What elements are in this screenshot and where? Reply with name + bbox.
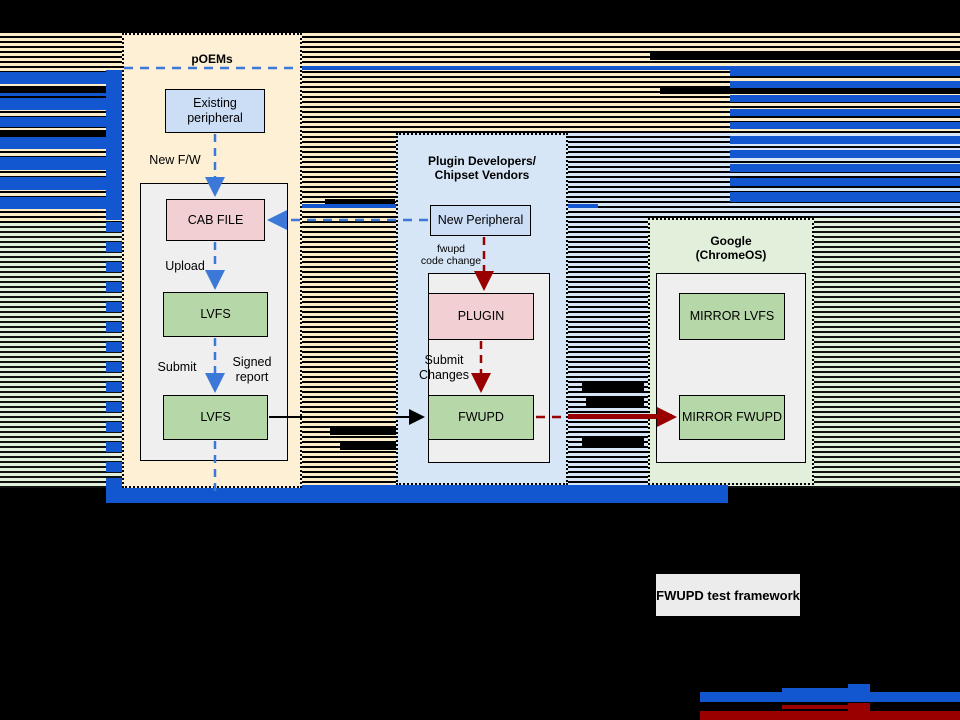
glitch-occlusion-bar-6 bbox=[582, 383, 644, 391]
edge-label-submit: Submit bbox=[157, 360, 197, 374]
edge-label-submit-changes: Submit Changes bbox=[418, 353, 470, 382]
glitch-stripes-green-left bbox=[0, 223, 122, 488]
glitch-bar-blue-left-9 bbox=[106, 222, 122, 232]
glitch-occlusion-bar-1 bbox=[650, 53, 960, 60]
group-poems-title: pOEMs bbox=[191, 52, 233, 66]
node-cab-file-label: CAB FILE bbox=[187, 212, 244, 227]
glitch-bar-red-center bbox=[568, 414, 672, 419]
glitch-bar-blue-left-19 bbox=[106, 422, 122, 432]
glitch-bar-blue-tr-5 bbox=[730, 122, 960, 129]
node-mirror-fwupd[interactable]: MIRROR FWUPD bbox=[679, 395, 785, 440]
glitch-stripes-blue-right-top bbox=[568, 133, 960, 218]
glitch-bar-blue-left-1 bbox=[0, 72, 108, 84]
glitch-bar-blue-tr-8 bbox=[730, 164, 960, 172]
glitch-bar-blue-tr-1 bbox=[730, 68, 960, 76]
glitch-bar-blue-footer-1 bbox=[782, 688, 870, 692]
glitch-bar-blue-tr-3 bbox=[730, 95, 960, 102]
node-plugin-label: PLUGIN bbox=[457, 309, 505, 323]
edge-label-upload: Upload bbox=[165, 259, 205, 273]
glitch-bar-blue-left-16 bbox=[106, 362, 122, 372]
glitch-bar-blue-bottom-1 bbox=[106, 485, 728, 495]
node-mirror-fwupd-label: MIRROR FWUPD bbox=[682, 410, 782, 424]
glitch-bar-black-left-1 bbox=[0, 88, 106, 93]
fwupd-test-framework-label: FWUPD test framework bbox=[656, 587, 800, 603]
edge-label-new-fw: New F/W bbox=[149, 153, 201, 167]
node-mirror-lvfs-label: MIRROR LVFS bbox=[689, 309, 775, 323]
node-fwupd[interactable]: FWUPD bbox=[428, 395, 534, 440]
glitch-bar-blue-left-10 bbox=[106, 242, 122, 252]
group-plugin-developers-title: Plugin Developers/ Chipset Vendors bbox=[427, 154, 537, 182]
glitch-occlusion-bar-2 bbox=[660, 87, 960, 94]
glitch-bar-blue-tr-7 bbox=[730, 150, 960, 158]
glitch-bar-blue-tr-9 bbox=[730, 178, 960, 186]
edge-label-fwupd-code-change: fwupd code change bbox=[420, 243, 482, 267]
glitch-bar-blue-left-6 bbox=[0, 157, 108, 170]
glitch-occlusion-bar-4 bbox=[330, 428, 396, 435]
glitch-stripes-tan-topleft bbox=[0, 33, 122, 223]
glitch-occlusion-bar-7 bbox=[586, 398, 644, 406]
glitch-bar-blue-left-7 bbox=[0, 177, 108, 190]
glitch-bar-blue-left-5 bbox=[0, 137, 108, 149]
glitch-bar-blue-footer-3 bbox=[700, 692, 960, 702]
node-lvfs-upload[interactable]: LVFS bbox=[163, 292, 268, 337]
node-new-peripheral-label: New Peripheral bbox=[437, 213, 524, 227]
glitch-bar-blue-left-22 bbox=[106, 478, 122, 488]
glitch-bar-blue-tr-4 bbox=[730, 109, 960, 116]
glitch-bar-blue-tr-10 bbox=[730, 192, 960, 202]
glitch-bar-blue-left-18 bbox=[106, 402, 122, 412]
glitch-bar-red-footer-3 bbox=[700, 711, 960, 720]
node-cab-file[interactable]: CAB FILE bbox=[166, 199, 265, 241]
glitch-bar-blue-left-15 bbox=[106, 342, 122, 352]
node-new-peripheral[interactable]: New Peripheral bbox=[430, 205, 531, 236]
glitch-bar-blue-left-21 bbox=[106, 462, 122, 472]
glitch-bar-black-left-2 bbox=[0, 130, 106, 136]
glitch-bar-blue-left-3 bbox=[0, 98, 108, 110]
glitch-bar-blue-left-col bbox=[106, 70, 122, 220]
fwupd-test-framework-box[interactable]: FWUPD test framework bbox=[656, 574, 800, 616]
glitch-occlusion-bar-5 bbox=[340, 443, 396, 450]
glitch-occlusion-bar-3 bbox=[325, 199, 395, 206]
glitch-occlusion-bar-8 bbox=[582, 438, 644, 448]
glitch-bar-blue-tr-6 bbox=[730, 136, 960, 144]
node-mirror-lvfs[interactable]: MIRROR LVFS bbox=[679, 293, 785, 340]
glitch-bar-blue-left-14 bbox=[106, 322, 122, 332]
node-lvfs-upload-label: LVFS bbox=[200, 307, 231, 321]
glitch-bar-blue-left-17 bbox=[106, 382, 122, 392]
node-existing-peripheral[interactable]: Existing peripheral bbox=[165, 89, 265, 133]
glitch-bar-blue-left-11 bbox=[106, 262, 122, 272]
glitch-bar-blue-left-8 bbox=[0, 197, 108, 209]
glitch-bar-red-footer-1 bbox=[782, 705, 870, 709]
glitch-rule-blue-1 bbox=[302, 66, 960, 70]
node-lvfs-submit[interactable]: LVFS bbox=[163, 395, 268, 440]
glitch-bar-blue-left-4 bbox=[0, 117, 108, 127]
node-plugin[interactable]: PLUGIN bbox=[428, 293, 534, 340]
group-google-chromeos-title: Google (ChromeOS) bbox=[695, 234, 767, 262]
edge-label-signed-report: Signed report bbox=[232, 355, 272, 384]
glitch-bar-blue-left-20 bbox=[106, 442, 122, 452]
glitch-bar-blue-tr-2 bbox=[730, 81, 960, 88]
glitch-bar-blue-left-13 bbox=[106, 302, 122, 312]
node-fwupd-label: FWUPD bbox=[458, 410, 504, 424]
glitch-bar-blue-left-12 bbox=[106, 282, 122, 292]
glitch-bar-blue-bottom-2 bbox=[106, 495, 728, 503]
node-lvfs-submit-label: LVFS bbox=[200, 410, 231, 424]
node-existing-peripheral-label: Existing peripheral bbox=[187, 96, 243, 125]
